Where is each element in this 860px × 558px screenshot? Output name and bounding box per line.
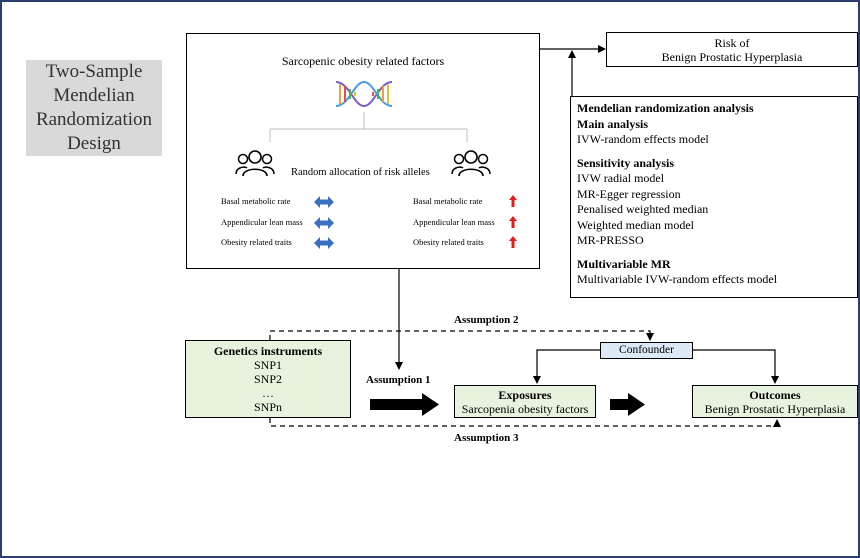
confounder-box: Confounder <box>600 342 693 359</box>
double-arrow-icon <box>314 196 334 208</box>
thick-arrow-exposure-to-outcome <box>610 393 645 416</box>
people-group-icon <box>235 150 275 177</box>
snp-item: SNPn <box>253 400 282 414</box>
title-line-4: Design <box>67 133 121 154</box>
right-trait-1: Basal metabolic rate <box>413 196 483 206</box>
snp-item: … <box>262 386 274 400</box>
up-arrow-icon <box>509 216 517 228</box>
assumption-3-dashed-line <box>269 418 781 427</box>
mr-heading: Mendelian randomization analysis <box>577 101 754 115</box>
snp-item: SNP1 <box>253 358 282 372</box>
factors-title: Sarcopenic obesity related factors <box>281 54 445 68</box>
risk-line-2: Benign Prostatic Hyperplasia <box>661 49 803 64</box>
main-analysis-item: IVW-random effects model <box>577 132 709 146</box>
sensitivity-item: IVW radial model <box>577 171 665 185</box>
outcomes-heading: Outcomes <box>749 388 801 402</box>
allocation-tree-lines <box>269 112 468 142</box>
sensitivity-item: MR-PRESSO <box>577 233 644 247</box>
title-line-2: Mendelian <box>53 85 135 106</box>
risk-outcome-box: Risk of Benign Prostatic Hyperplasia <box>606 32 858 67</box>
right-trait-2: Appendicular lean mass <box>413 217 495 227</box>
multivariable-heading: Multivariable MR <box>577 256 671 271</box>
double-arrow-icon <box>314 217 334 229</box>
genetics-heading: Genetics instruments <box>213 344 323 358</box>
outcomes-box: Outcomes Benign Prostatic Hyperplasia <box>692 385 858 418</box>
dna-icon <box>335 80 393 108</box>
left-trait-3: Obesity related traits <box>221 237 292 247</box>
right-trait-3: Obesity related traits <box>413 237 484 247</box>
allocation-text: Random allocation of risk alleles <box>291 167 430 178</box>
sensitivity-item: MR-Egger regression <box>577 186 681 201</box>
genetics-instruments-box: Genetics instruments SNP1 SNP2 … SNPn <box>185 340 351 418</box>
confounder-to-exposures <box>533 349 600 384</box>
title-line-1: Two-Sample <box>45 61 143 82</box>
assumption-1-label: Assumption 1 <box>366 374 431 386</box>
sensitivity-item: Penalised weighted median <box>577 202 709 216</box>
title-line-3: Randomization <box>35 109 153 130</box>
exposures-heading: Exposures <box>498 388 552 402</box>
mr-analysis-box: Mendelian randomization analysis Main an… <box>570 96 858 298</box>
thick-arrow-assumption-1 <box>370 393 439 416</box>
assumption-3-label: Assumption 3 <box>454 432 519 444</box>
assumption-2-dashed-line <box>269 330 654 341</box>
snp-item: SNP2 <box>253 372 282 386</box>
double-arrow-icon <box>314 237 334 249</box>
multivariable-item: Multivariable IVW-random effects model <box>577 272 778 286</box>
exposures-subtitle: Sarcopenia obesity factors <box>461 402 589 416</box>
people-group-icon <box>451 150 491 177</box>
sensitivity-item: Weighted median model <box>577 217 694 232</box>
assumption-2-label: Assumption 2 <box>454 314 519 326</box>
confounder-to-outcomes <box>693 349 779 384</box>
left-trait-1: Basal metabolic rate <box>221 196 291 206</box>
up-arrow-icon <box>509 236 517 248</box>
risk-line-1: Risk of <box>714 35 750 50</box>
left-trait-2: Appendicular lean mass <box>221 217 303 227</box>
main-analysis-heading: Main analysis <box>577 116 649 131</box>
up-arrow-icon <box>509 195 517 207</box>
design-title: Two-Sample Mendelian Randomization Desig… <box>26 60 162 156</box>
exposures-box: Exposures Sarcopenia obesity factors <box>454 385 596 418</box>
sarcopenic-factors-box: Sarcopenic obesity related factors <box>186 33 540 269</box>
sensitivity-heading: Sensitivity analysis <box>577 155 675 170</box>
outcomes-subtitle: Benign Prostatic Hyperplasia <box>704 402 846 416</box>
